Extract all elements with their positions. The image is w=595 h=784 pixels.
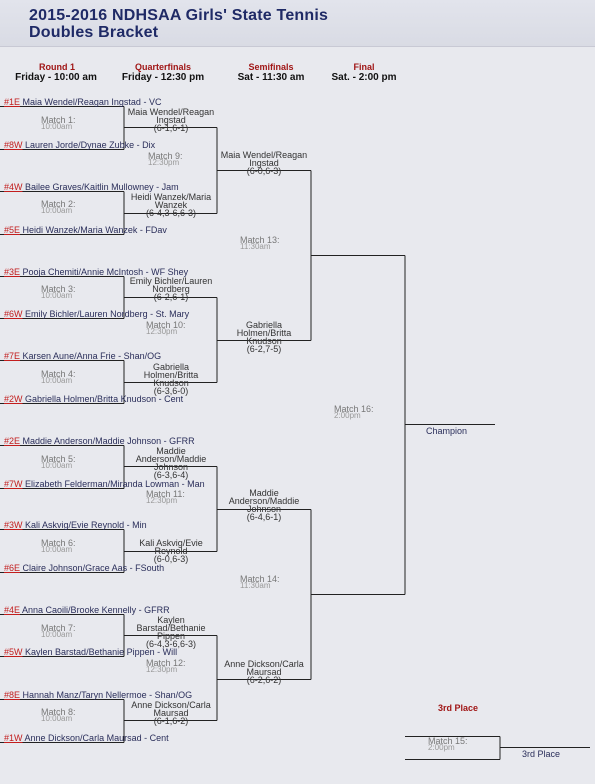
- third-place-label: 3rd Place: [522, 749, 561, 759]
- champion-label: Champion: [426, 426, 468, 436]
- match-label: Match 3:10:00am: [41, 284, 76, 300]
- team-name: Anne Dickson/Carla Maursad - Cent: [24, 733, 169, 743]
- match-label: Match 8:10:00am: [41, 707, 76, 723]
- seed-link[interactable]: #1W: [4, 733, 23, 743]
- match-label: Match 7:10:00am: [41, 623, 76, 639]
- entry-10: #7W Elizabeth Felderman/Miranda Lowman -…: [4, 479, 205, 490]
- match-result: Gabriella Holmen/Britta Knudson(6-2,7-5): [236, 320, 292, 354]
- match-result: Maia Wendel/Reagan Ingstad(6-0,6-3): [220, 150, 308, 176]
- entry-6: #6W Emily Bichler/Lauren Nordberg - St. …: [4, 309, 189, 320]
- team-name: Anna Caoili/Brooke Kennelly - GFRR: [22, 605, 170, 615]
- seed-link[interactable]: #5W: [4, 647, 23, 657]
- match-label: Match 12:12:30pm: [146, 658, 186, 674]
- team-name: Bailee Graves/Kaitlin Mullowney - Jam: [25, 182, 179, 192]
- column-head-final: Final: [353, 62, 375, 72]
- match-label: Match 1:10:00am: [41, 115, 76, 131]
- entry-12: #6E Claire Johnson/Grace Aas - FSouth: [4, 563, 164, 574]
- match-label: Match 11:12:30pm: [146, 489, 185, 505]
- match-label: Match 16:2:00pm: [334, 404, 374, 420]
- match-result: Emily Bichler/Lauren Nordberg(6-2,6-1): [129, 276, 213, 302]
- seed-link[interactable]: #4W: [4, 182, 23, 192]
- seed-link[interactable]: #5E: [4, 225, 21, 235]
- team-name: Emily Bichler/Lauren Nordberg - St. Mary: [25, 309, 190, 319]
- team-name: Karsen Aune/Anna Frie - Shan/OG: [22, 351, 162, 361]
- seed-link[interactable]: #4E: [4, 605, 21, 615]
- seed-link[interactable]: #2E: [4, 436, 21, 446]
- team-name: Elizabeth Felderman/Miranda Lowman - Man: [25, 479, 205, 489]
- page-header: 2015-2016 NDHSAA Girls' State Tennis Dou…: [0, 0, 595, 47]
- column-head-semifinals: Semifinals: [248, 62, 294, 72]
- team-name: Kali Askvig/Evie Reynold - Min: [25, 520, 147, 530]
- match-label: Match 10:12:30pm: [146, 320, 186, 336]
- page-title: 2015-2016 NDHSAA Girls' State Tennis: [29, 7, 329, 24]
- seed-link[interactable]: #6W: [4, 309, 23, 319]
- match-result: Kaylen Barstad/Bethanie Pippen(6-4,3-6,6…: [136, 615, 206, 649]
- column-time-final: Sat. - 2:00 pm: [331, 72, 397, 83]
- entry-2: #8W Lauren Jorde/Dynae Zubke - Dix: [4, 140, 155, 151]
- match-result: Anne Dickson/Carla Maursad(6-2,6-2): [224, 659, 304, 685]
- seed-link[interactable]: #2W: [4, 394, 23, 404]
- match-result: Maddie Anderson/Maddie Johnson(6-4,6-1): [228, 488, 300, 522]
- column-time-round1: Friday - 10:00 am: [15, 72, 97, 83]
- column-time-quarterfinals: Friday - 12:30 pm: [121, 72, 205, 83]
- seed-link[interactable]: #6E: [4, 563, 21, 573]
- seed-link[interactable]: #8W: [4, 140, 23, 150]
- seed-link[interactable]: #7W: [4, 479, 23, 489]
- match-label: Match 5:10:00am: [41, 454, 76, 470]
- match-label: Match 14:11:30am: [240, 574, 280, 590]
- entry-4: #5E Heidi Wanzek/Maria Wanzek - FDav: [4, 225, 167, 236]
- match-label: Match 13:11:30am: [240, 235, 280, 251]
- team-name: Heidi Wanzek/Maria Wanzek - FDav: [22, 225, 167, 235]
- entry-5: #3E Pooja Chemiti/Annie McIntosh - WF Sh…: [4, 267, 188, 278]
- entry-16: #1W Anne Dickson/Carla Maursad - Cent: [4, 733, 169, 744]
- seed-link[interactable]: #1E: [4, 97, 21, 107]
- entry-11: #3W Kali Askvig/Evie Reynold - Min: [4, 520, 147, 531]
- entry-7: #7E Karsen Aune/Anna Frie - Shan/OG: [4, 351, 161, 362]
- entry-3: #4W Bailee Graves/Kaitlin Mullowney - Ja…: [4, 182, 179, 193]
- entry-13: #4E Anna Caoili/Brooke Kennelly - GFRR: [4, 605, 170, 616]
- team-name: Gabriella Holmen/Britta Knudson - Cent: [25, 394, 184, 404]
- match-result: Maia Wendel/Reagan Ingstad(6-1,6-1): [127, 107, 215, 133]
- match-label: Match 6:10:00am: [41, 538, 76, 554]
- match-result: Maddie Anderson/Maddie Johnson(6-3,6-4): [135, 446, 207, 480]
- column-head-quarterfinals: Quarterfinals: [134, 62, 192, 72]
- seed-link[interactable]: #7E: [4, 351, 21, 361]
- match-result: Heidi Wanzek/Maria Wanzek(6-4,3-6,6-3): [130, 192, 212, 218]
- seed-link[interactable]: #3W: [4, 520, 23, 530]
- team-name: Lauren Jorde/Dynae Zubke - Dix: [25, 140, 156, 150]
- match-label: Match 9:12:30pm: [148, 151, 183, 167]
- match-label: Match 15:2:00pm: [428, 736, 468, 752]
- match-result: Kali Askvig/Evie Reynold(6-0,6-3): [139, 538, 203, 564]
- team-name: Claire Johnson/Grace Aas - FSouth: [22, 563, 165, 573]
- match-label: Match 2:10:00am: [41, 199, 76, 215]
- entry-8: #2W Gabriella Holmen/Britta Knudson - Ce…: [4, 394, 183, 405]
- entry-1: #1E Maia Wendel/Reagan Ingstad - VC: [4, 97, 161, 108]
- match-label: Match 4:10:00am: [41, 369, 76, 385]
- seed-link[interactable]: #8E: [4, 690, 21, 700]
- page-subtitle: Doubles Bracket: [29, 24, 159, 41]
- seed-link[interactable]: #3E: [4, 267, 21, 277]
- entry-15: #8E Hannah Manz/Taryn Nellermoe - Shan/O…: [4, 690, 192, 701]
- team-name: Maddie Anderson/Maddie Johnson - GFRR: [22, 436, 195, 446]
- column-head-round1: Round 1: [39, 62, 75, 72]
- third-place-heading: 3rd Place: [438, 703, 479, 713]
- team-name: Pooja Chemiti/Annie McIntosh - WF Shey: [22, 267, 189, 277]
- team-name: Hannah Manz/Taryn Nellermoe - Shan/OG: [22, 690, 193, 700]
- match-result: Anne Dickson/Carla Maursad(6-1,6-2): [131, 700, 211, 726]
- entry-9: #2E Maddie Anderson/Maddie Johnson - GFR…: [4, 436, 195, 447]
- column-time-semifinals: Sat - 11:30 am: [237, 72, 305, 83]
- match-result: Gabriella Holmen/Britta Knudson(6-3,6-0): [143, 362, 199, 396]
- entry-14: #5W Kaylen Barstad/Bethanie Pippen - Wil…: [4, 647, 177, 658]
- team-name: Kaylen Barstad/Bethanie Pippen - Will: [25, 647, 178, 657]
- team-name: Maia Wendel/Reagan Ingstad - VC: [22, 97, 162, 107]
